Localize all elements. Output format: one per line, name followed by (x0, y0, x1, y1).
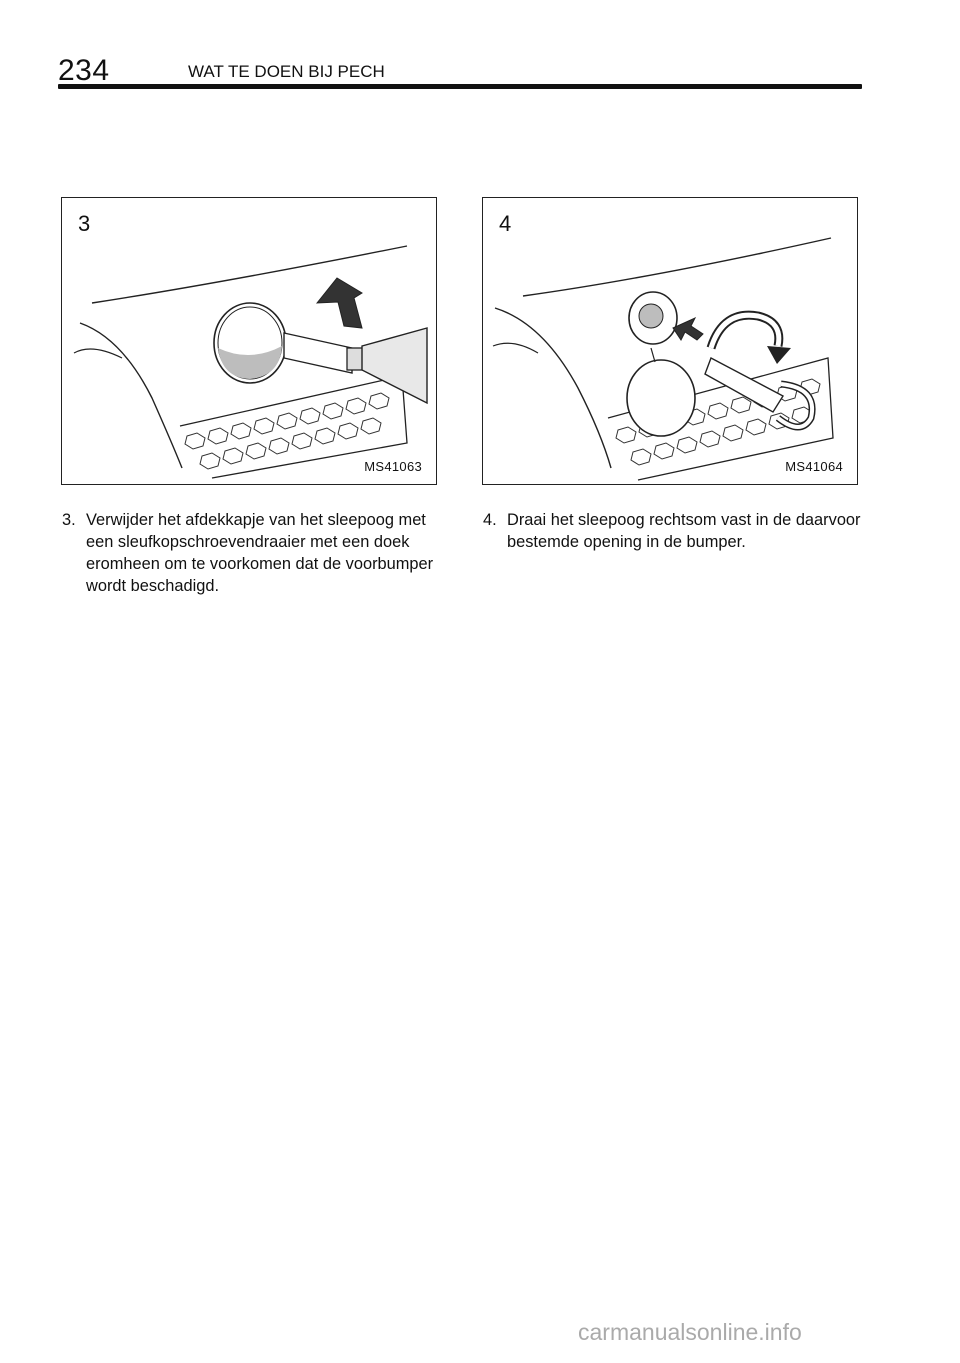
page-header: 234 WAT TE DOEN BIJ PECH (58, 54, 862, 88)
header-rule (58, 84, 862, 89)
page-number: 234 (58, 54, 110, 87)
figure-label: 4 (499, 211, 512, 236)
step-3: 3. Verwijder het afdekkapje van het slee… (62, 509, 442, 597)
illustration-remove-cap (73, 245, 428, 479)
figure-label: 3 (78, 211, 91, 236)
step-number: 4. (483, 511, 497, 529)
figure-install-hook: 4 MS41064 (482, 197, 858, 485)
figure-code: MS41064 (785, 459, 843, 474)
step-text: Verwijder het afdekkapje van het sleepoo… (86, 511, 434, 595)
step-number: 3. (62, 511, 76, 529)
watermark: carmanualsonline.info (578, 1319, 802, 1345)
illustration-install-hook (492, 237, 834, 481)
section-title: WAT TE DOEN BIJ PECH (188, 62, 385, 81)
figure-remove-cap: 3 MS41063 (61, 197, 437, 485)
figure-code: MS41063 (364, 459, 422, 474)
step-4: 4. Draai het sleepoog rechtsom vast in d… (483, 509, 863, 553)
step-text: Draai het sleepoog rechtsom vast in de d… (507, 511, 861, 551)
